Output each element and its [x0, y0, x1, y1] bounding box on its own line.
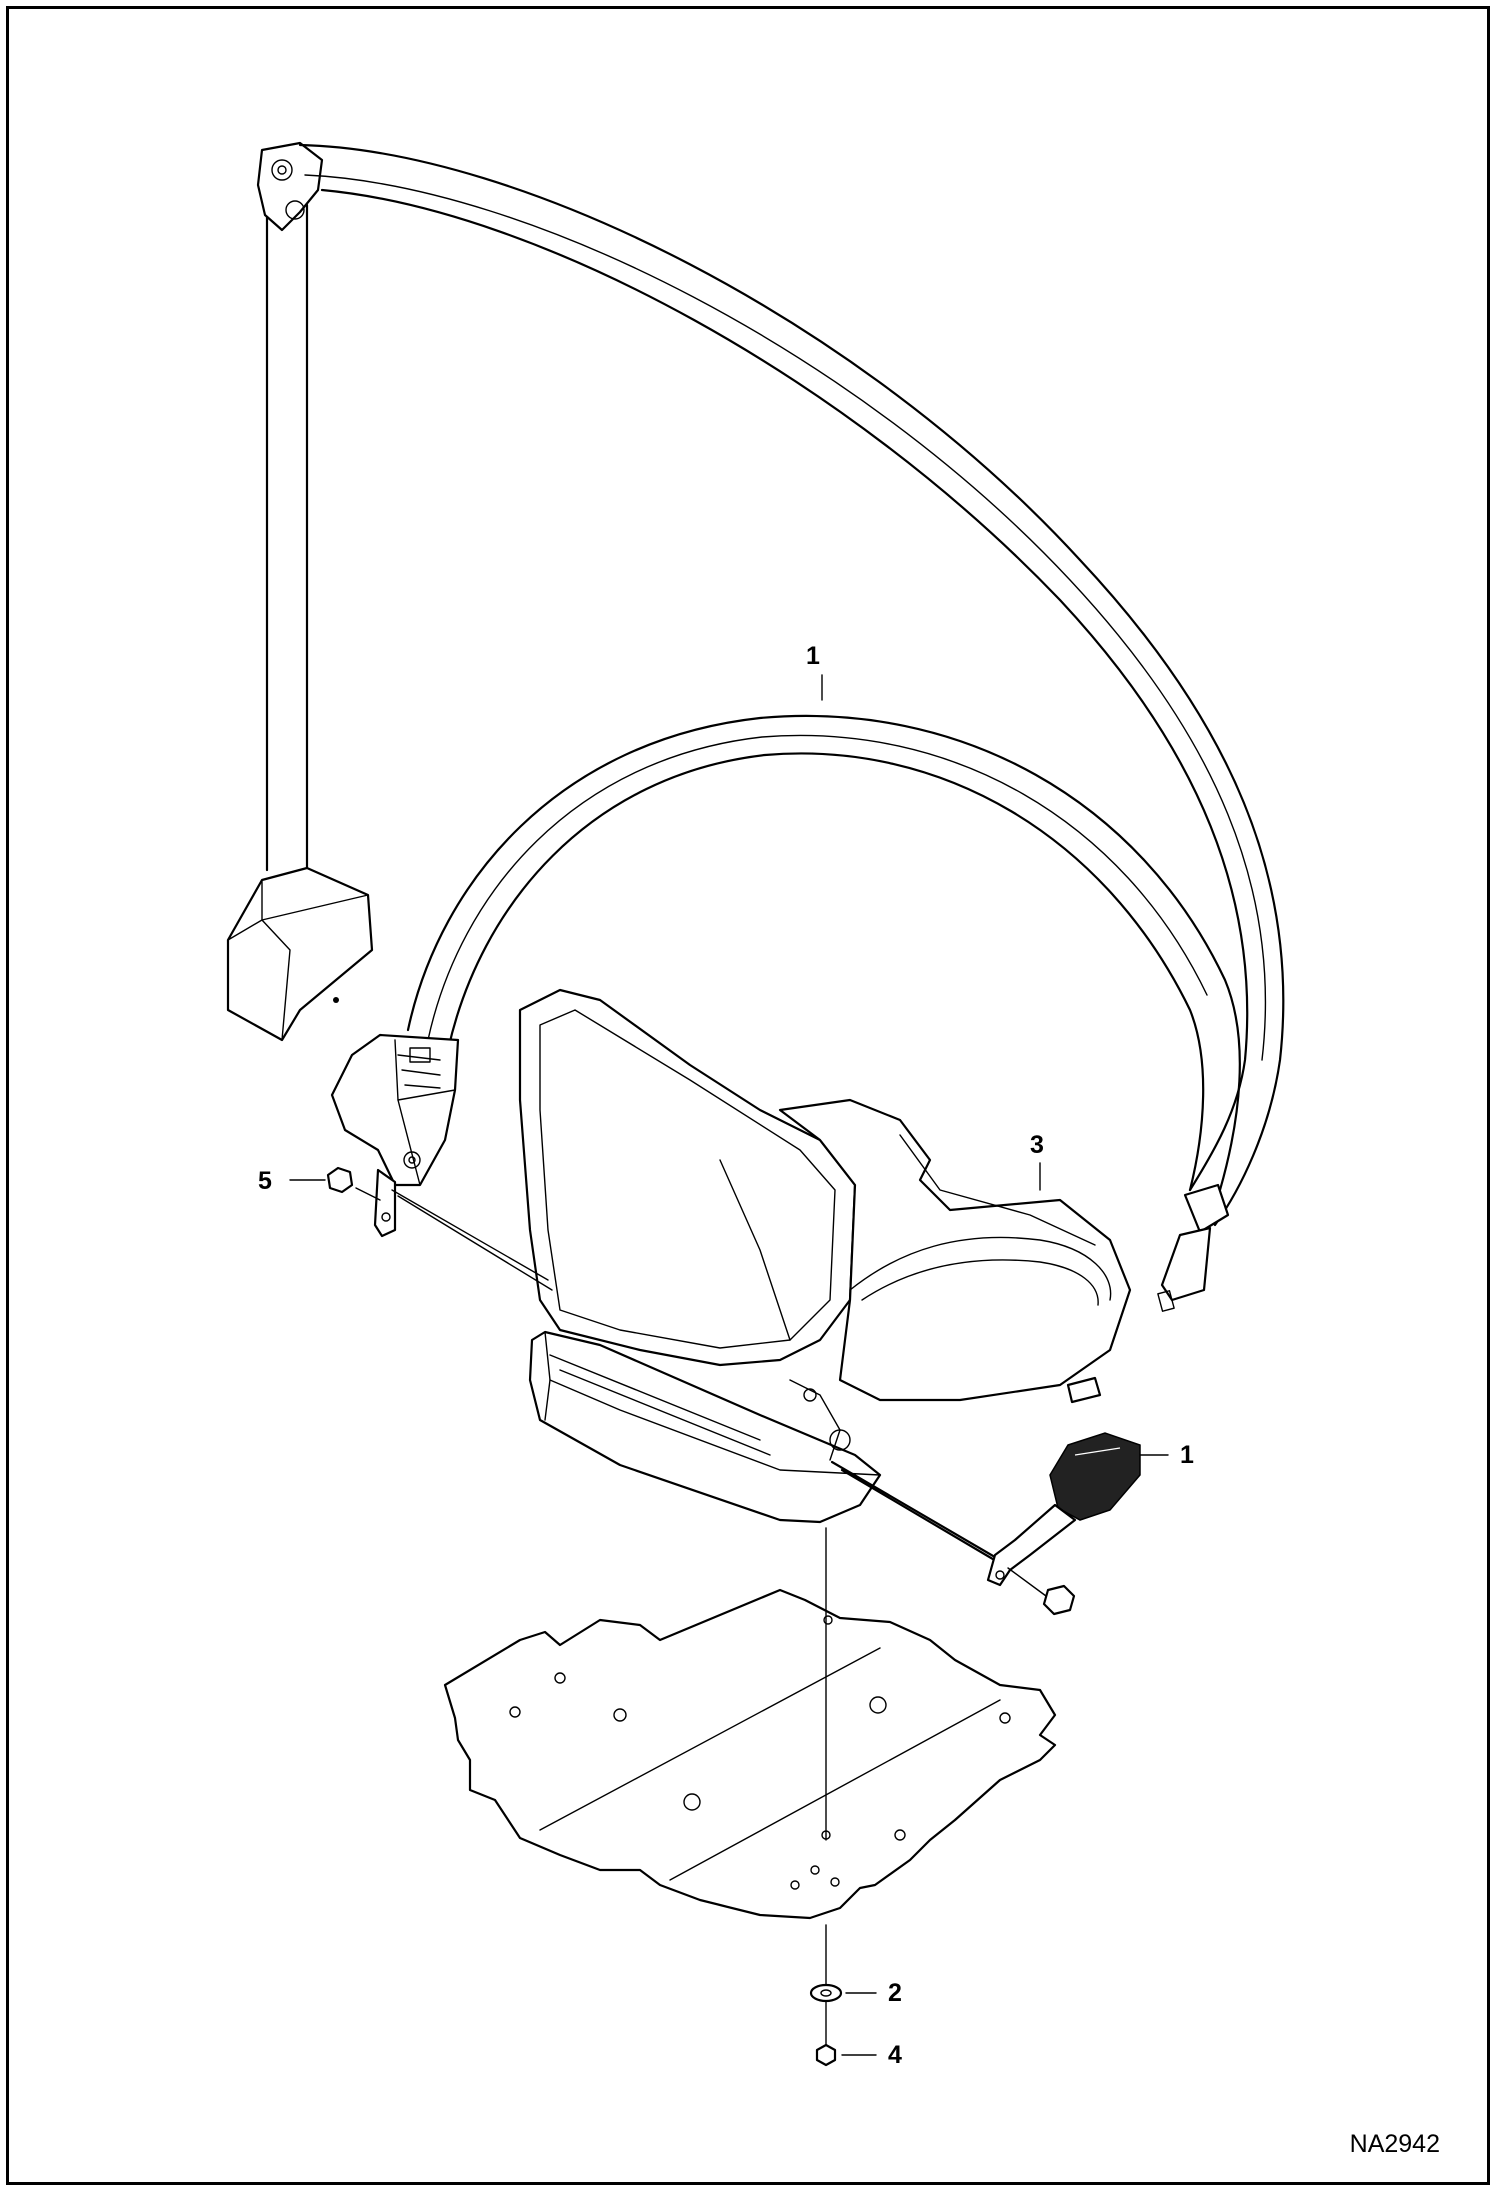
- callout-nut-left: 5: [258, 1167, 326, 1195]
- callout-label: 2: [888, 1979, 902, 2007]
- seat: [391, 988, 1132, 1524]
- callout-lap-belt: 1: [806, 642, 823, 701]
- callout-label: 5: [258, 1167, 272, 1195]
- callout-nut-bottom: 4: [841, 2041, 902, 2069]
- shoulder-retractor: [232, 878, 375, 1010]
- callout-label: 4: [888, 2041, 902, 2069]
- callout-label: 1: [806, 642, 820, 670]
- shoulder-belt: [226, 141, 1285, 1312]
- nut-left: [326, 1166, 381, 1201]
- callout-label: 3: [1030, 1131, 1044, 1159]
- floor-plate: [443, 1588, 1057, 1920]
- callout-seat: 3: [1030, 1131, 1044, 1191]
- callout-label: 1: [1180, 1441, 1194, 1469]
- buckle: [830, 1432, 1141, 1587]
- callout-buckle: 1: [1139, 1441, 1194, 1469]
- figure-id: NA2942: [1350, 2130, 1440, 2158]
- nut-bottom: [815, 2043, 837, 2067]
- washer: [809, 1983, 843, 2003]
- nut-right: [1007, 1567, 1076, 1616]
- drawing-frame: [6, 6, 1490, 2185]
- lap-belt: [330, 714, 1241, 1238]
- callout-washer: 2: [845, 1979, 902, 2007]
